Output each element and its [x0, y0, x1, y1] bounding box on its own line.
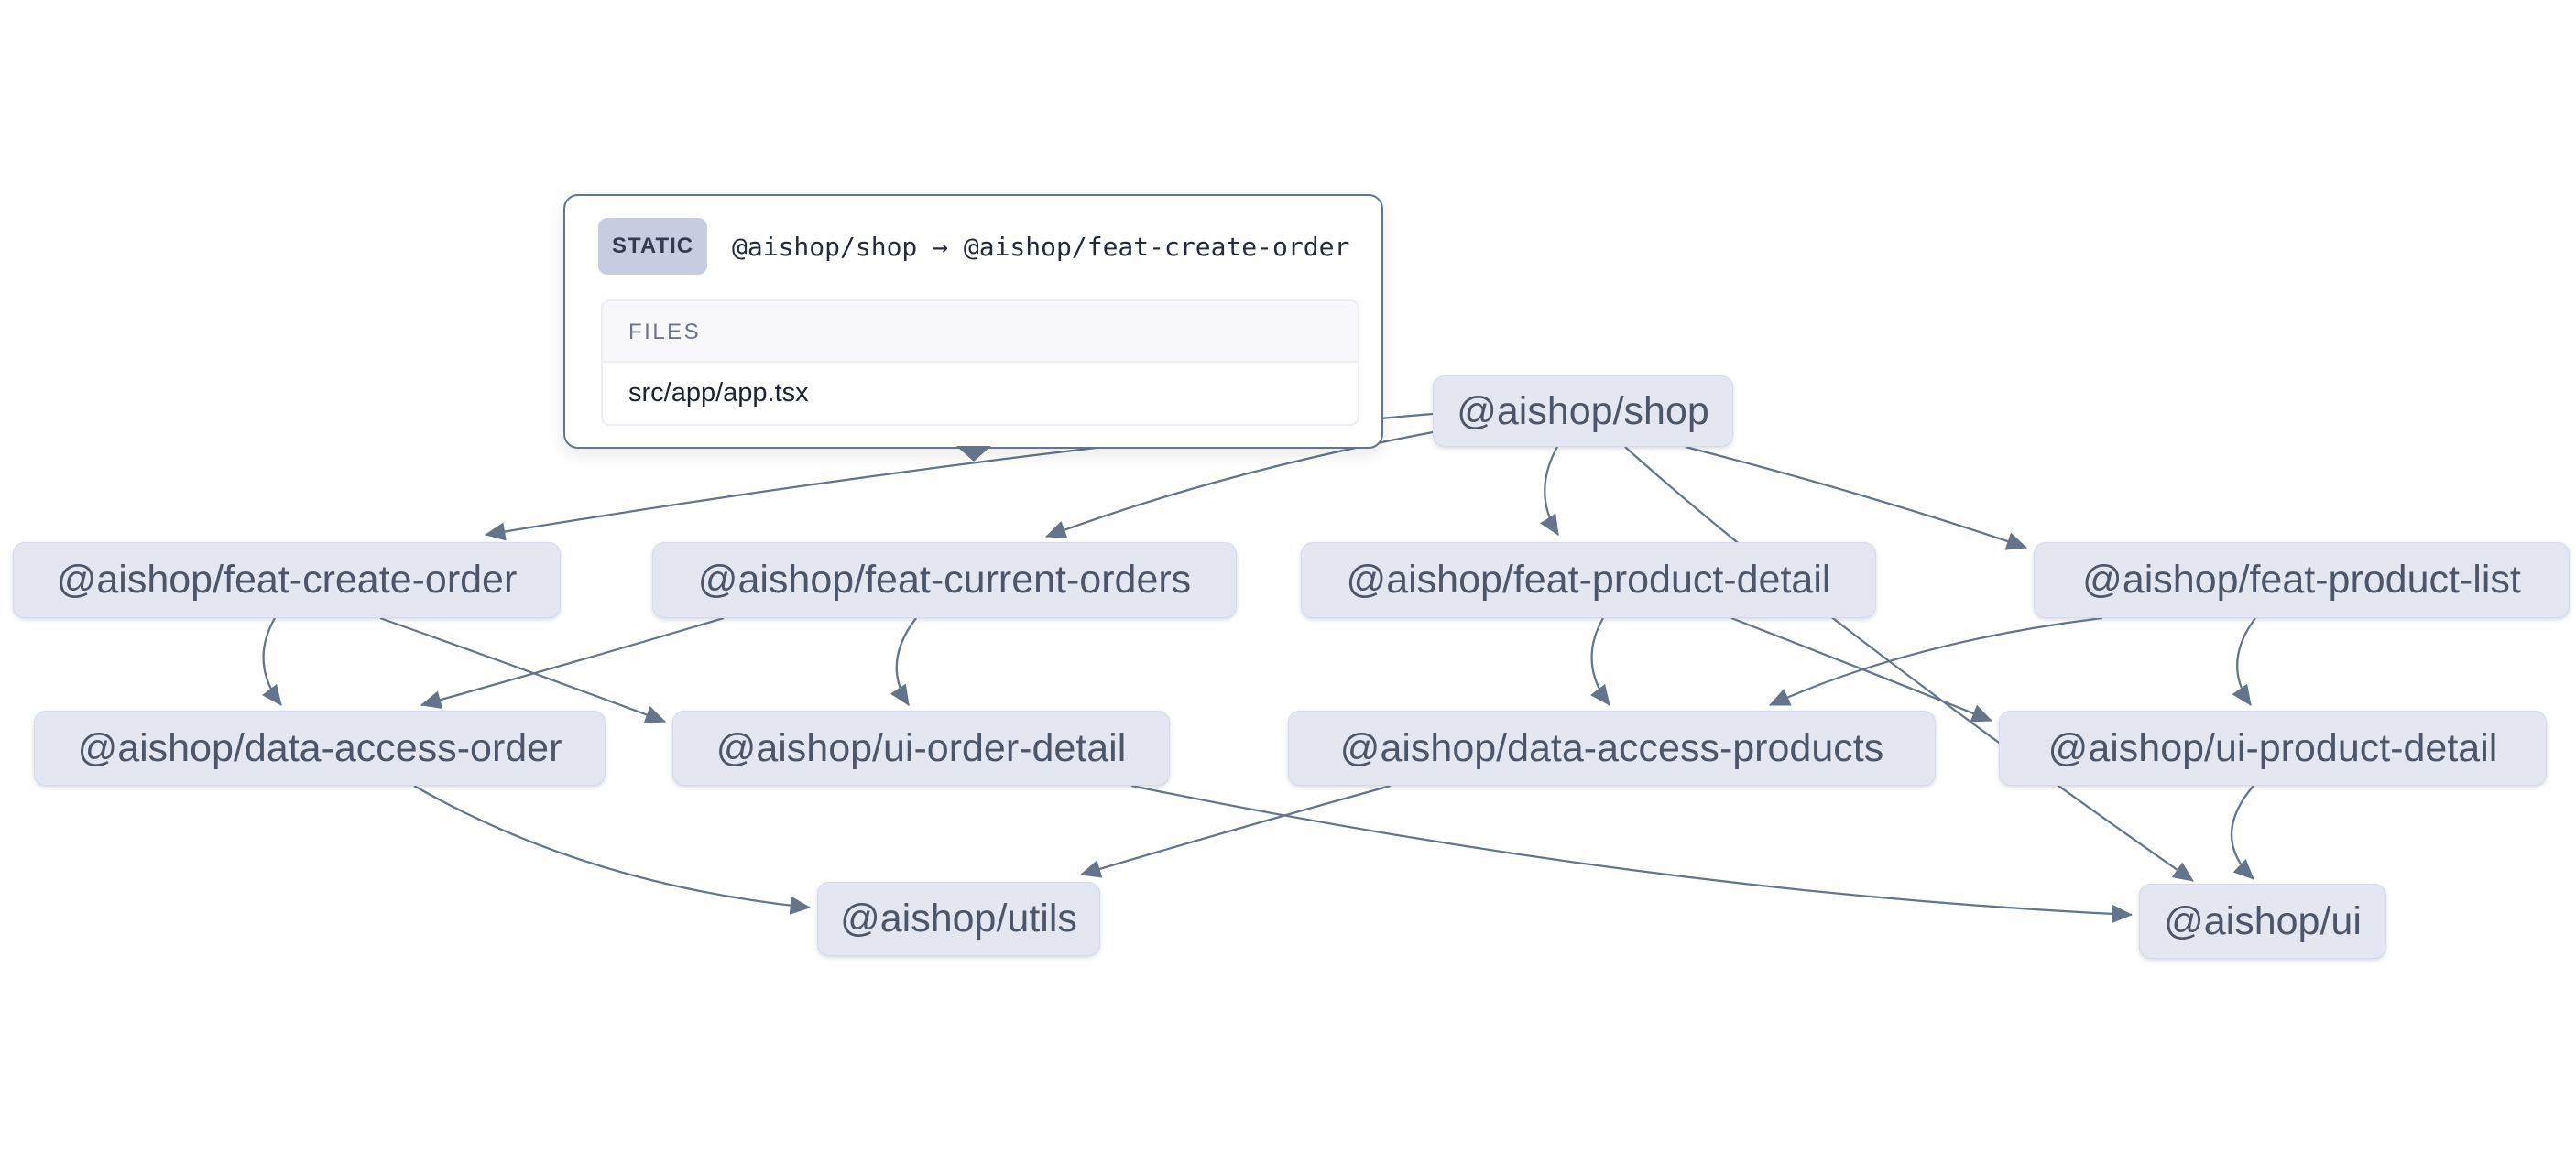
node-shop[interactable]: @aishop/shop	[1433, 375, 1733, 447]
edge-data-access-products--utils[interactable]	[1079, 784, 1392, 878]
edge-feat-create-order--ui-order-detail[interactable]	[379, 616, 667, 724]
edge-tooltip: STATIC @aishop/shop → @aishop/feat-creat…	[563, 194, 1383, 462]
node-ui[interactable]: @aishop/ui	[2139, 884, 2386, 959]
node-data-access-products[interactable]: @aishop/data-access-products	[1288, 711, 1936, 786]
node-feat-product-list[interactable]: @aishop/feat-product-list	[2034, 542, 2570, 618]
node-feat-product-detail[interactable]: @aishop/feat-product-detail	[1301, 542, 1876, 618]
edge-feat-current-orders--data-access-order[interactable]	[420, 616, 725, 710]
edge-tooltip-title: @aishop/shop → @aishop/feat-create-order	[732, 231, 1350, 262]
edge-shop--ui[interactable]	[1624, 446, 2194, 882]
edge-data-access-order--utils[interactable]	[413, 785, 812, 915]
edge-feat-product-list--data-access-products[interactable]	[1768, 616, 2103, 707]
edge-shop--feat-product-detail[interactable]	[1540, 446, 1559, 536]
files-header: FILES	[603, 301, 1358, 363]
file-list-item: src/app/app.tsx	[603, 363, 1358, 424]
edge-ui-order-detail--ui[interactable]	[1130, 784, 2134, 924]
node-feat-create-order[interactable]: @aishop/feat-create-order	[13, 542, 561, 618]
edge-type-badge: STATIC	[598, 218, 708, 275]
node-ui-order-detail[interactable]: @aishop/ui-order-detail	[672, 711, 1170, 786]
edge-shop--feat-product-list[interactable]	[1685, 445, 2028, 550]
edge-feat-product-detail--data-access-products[interactable]	[1590, 617, 1610, 706]
node-utils[interactable]: @aishop/utils	[817, 882, 1100, 956]
tooltip-caret-icon	[955, 446, 991, 462]
edge-files-card: FILES src/app/app.tsx	[601, 299, 1359, 426]
edge-ui-product-detail--ui[interactable]	[2230, 785, 2254, 880]
node-data-access-order[interactable]: @aishop/data-access-order	[34, 711, 606, 786]
edge-feat-current-orders--ui-order-detail[interactable]	[890, 617, 917, 706]
node-feat-current-orders[interactable]: @aishop/feat-current-orders	[652, 542, 1237, 618]
node-ui-product-detail[interactable]: @aishop/ui-product-detail	[1999, 711, 2547, 786]
edge-feat-product-list--ui-product-detail[interactable]	[2232, 617, 2256, 706]
edge-feat-create-order--data-access-order[interactable]	[262, 617, 282, 706]
